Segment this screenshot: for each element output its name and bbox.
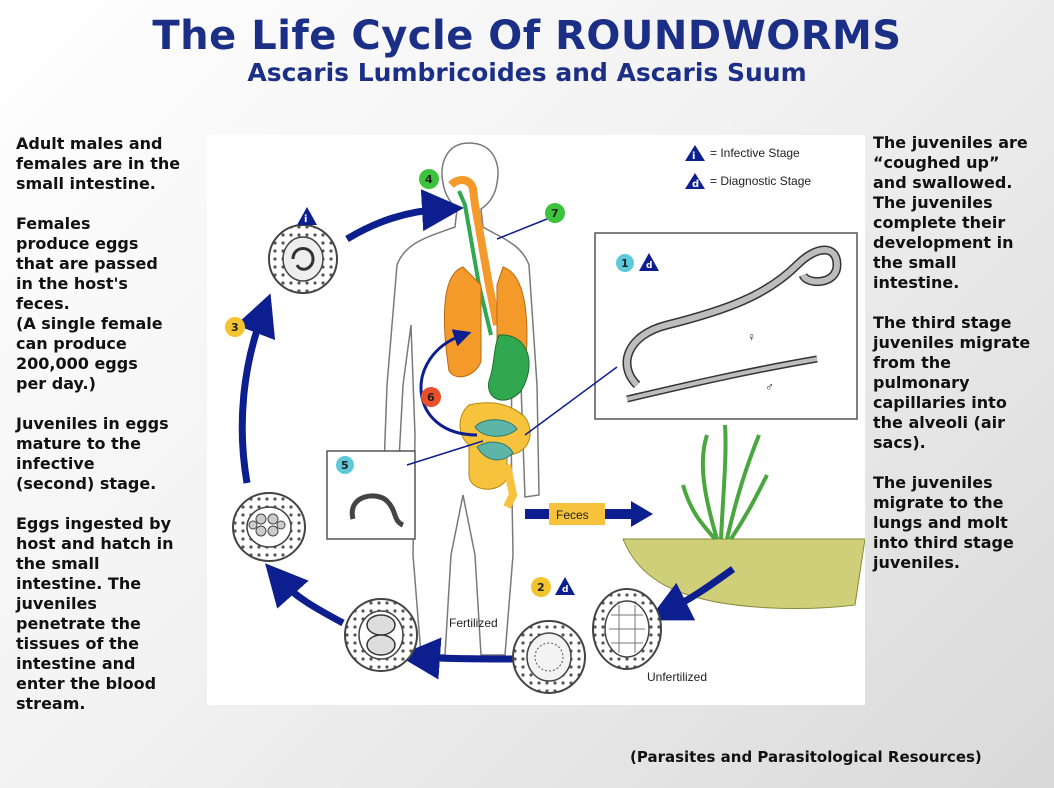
feces-arrow: Feces: [525, 501, 653, 527]
infective-egg: i: [269, 207, 337, 293]
intestines: [460, 403, 530, 507]
right-paragraph-coughed-up: The juveniles are “coughed up” and swall…: [873, 133, 1048, 293]
page-title: The Life Cycle Of ROUNDWORMS: [0, 12, 1054, 60]
stage-2-diagnostic-symbol: d: [562, 585, 568, 595]
left-paragraph-eggs: Females produce eggs that are passed in …: [16, 214, 201, 394]
stomach: [489, 335, 530, 400]
male-symbol: ♂: [765, 380, 774, 394]
life-cycle-diagram: i = Infective Stage d = Diagnostic Stage…: [207, 135, 865, 705]
fertilized-label: Fertilized: [449, 616, 498, 630]
human-body-outline: [383, 143, 539, 655]
left-paragraph-ingestion: Eggs ingested by host and hatch in the s…: [16, 514, 201, 714]
feces-label: Feces: [556, 508, 589, 522]
soil-with-grass: [623, 425, 865, 608]
two-cell-egg: [345, 599, 417, 671]
infective-legend-label: = Infective Stage: [710, 146, 800, 160]
stage-1-diagnostic-symbol: d: [646, 261, 652, 271]
hatched-juvenile-box: 5: [327, 451, 415, 539]
stage-7-pointer-line: [497, 219, 547, 239]
stage-7-number: 7: [551, 207, 559, 220]
unfertilized-egg: [593, 589, 661, 669]
source-credit: (Parasites and Parasitological Resources…: [630, 748, 1050, 766]
fertilized-egg: [513, 621, 585, 693]
stage-5-number: 5: [341, 459, 349, 472]
right-description: The juveniles are “coughed up” and swall…: [873, 133, 1048, 593]
stage-4-number: 4: [425, 173, 433, 186]
legend: i = Infective Stage d = Diagnostic Stage: [685, 145, 811, 190]
left-paragraph-juveniles-mature: Juveniles in eggs mature to the infectiv…: [16, 414, 201, 494]
right-paragraph-lungs: The juveniles migrate to the lungs and m…: [873, 473, 1048, 573]
stage-3-number: 3: [231, 321, 239, 334]
left-paragraph-adults: Adult males and females are in the small…: [16, 134, 201, 194]
infective-symbol: i: [692, 151, 695, 162]
embryonating-egg-many-cells: [233, 493, 305, 561]
right-paragraph-alveoli: The third stage juveniles migrate from t…: [873, 313, 1048, 453]
female-symbol: ♀: [747, 330, 756, 344]
left-description: Adult males and females are in the small…: [16, 134, 201, 734]
stage-1-number: 1: [621, 257, 629, 270]
life-cycle-svg: i = Infective Stage d = Diagnostic Stage…: [207, 135, 865, 705]
diagnostic-legend-label: = Diagnostic Stage: [710, 174, 811, 188]
diagnostic-symbol: d: [692, 179, 699, 190]
page-subtitle: Ascaris Lumbricoides and Ascaris Suum: [0, 58, 1054, 88]
stage-2-number: 2: [537, 581, 545, 594]
unfertilized-label: Unfertilized: [647, 670, 707, 684]
adult-worms-box: ♀ ♂ 1 d: [595, 233, 857, 419]
stage-6-number: 6: [427, 391, 435, 404]
egg-infective-symbol: i: [304, 214, 307, 225]
